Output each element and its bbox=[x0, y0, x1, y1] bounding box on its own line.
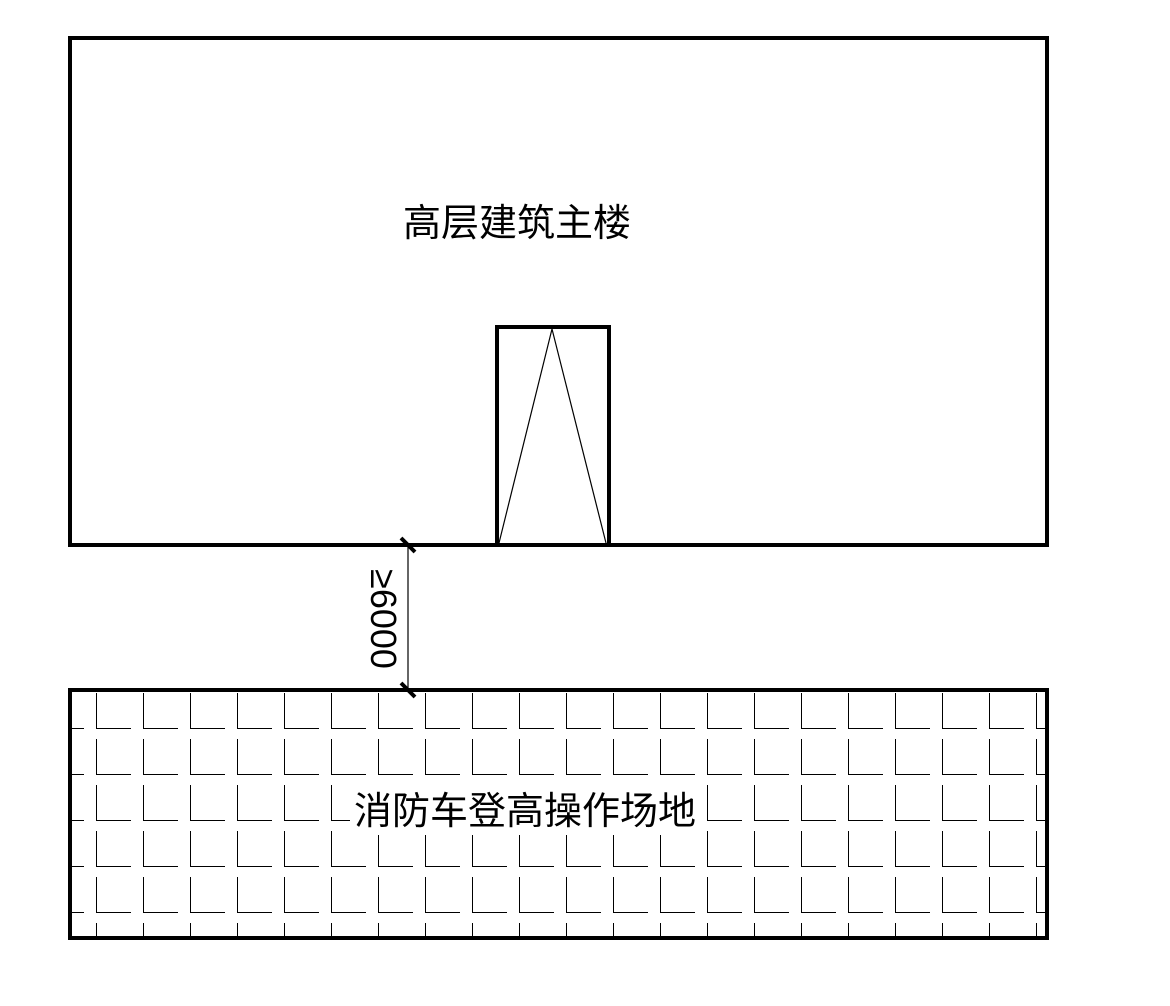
dimension-line bbox=[399, 536, 417, 699]
field-label: 消防车登高操作场地 bbox=[350, 780, 701, 835]
building-entrance-door bbox=[495, 325, 611, 547]
building-label: 高层建筑主楼 bbox=[403, 201, 632, 245]
dimension-label: ≥6000 bbox=[363, 569, 404, 669]
fire-truck-operation-field bbox=[68, 688, 1049, 940]
